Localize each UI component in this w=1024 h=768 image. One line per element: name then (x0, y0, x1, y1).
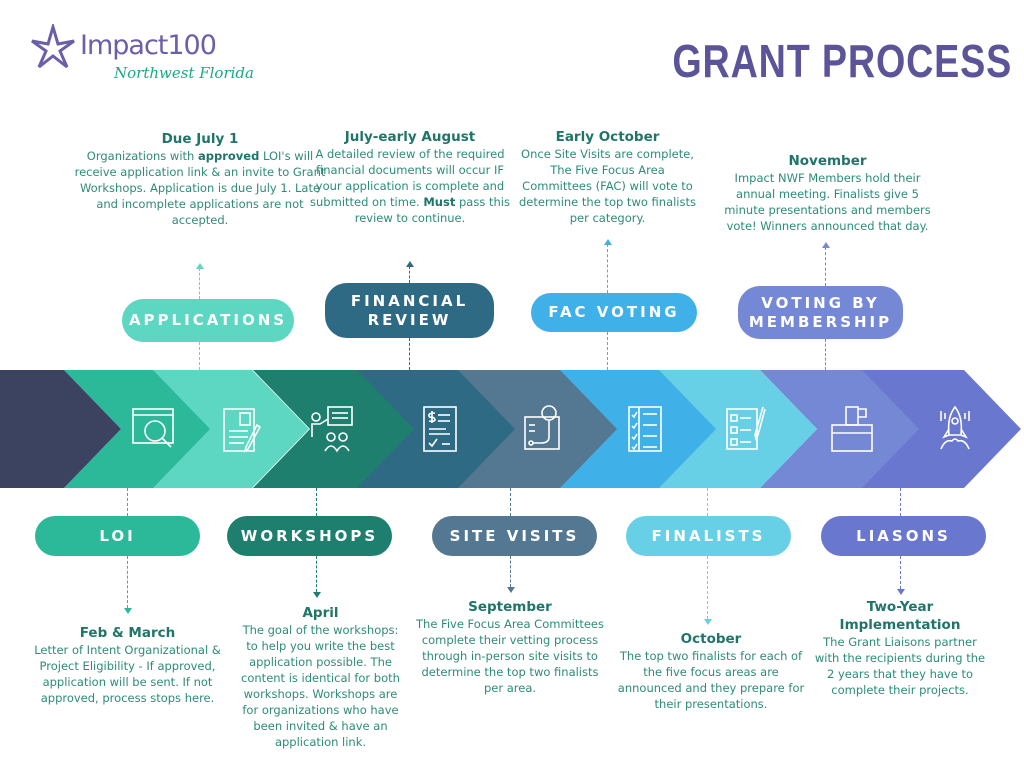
arrow-down-icon (313, 592, 321, 598)
stage-date: July-early August (344, 129, 476, 145)
stage-text: Organizations with approved LOI's will r… (70, 148, 330, 228)
connector-line (825, 339, 826, 370)
arrow-down-icon (507, 587, 515, 593)
application-document-icon (223, 408, 262, 453)
chevron-segment (0, 370, 121, 488)
connector-line (707, 488, 708, 516)
browser-search-icon (132, 408, 174, 448)
connector-line (510, 556, 511, 587)
stage-pill: WORKSHOPS (227, 516, 392, 556)
ballot-box-icon (831, 406, 873, 452)
stage-date: Due July 1 (161, 131, 239, 147)
connector-line (900, 556, 901, 589)
connector-line (127, 488, 128, 516)
stage-text-part: A detailed review of the required financ… (310, 147, 505, 209)
stage-pill: LIASONS (821, 516, 986, 556)
connector-line (127, 556, 128, 608)
connector-line (199, 342, 200, 370)
rocket-icon (940, 405, 970, 450)
stage-text: Once Site Visits are complete, The Five … (519, 147, 696, 225)
chevron-segment (64, 370, 210, 488)
stage-text: A detailed review of the required financ… (310, 146, 510, 226)
connector-line (900, 488, 901, 516)
chevron-segment (151, 370, 309, 488)
page-title: GRANT PROCESS (672, 35, 1013, 87)
chevron-segment (760, 370, 919, 488)
connector-line (707, 556, 708, 619)
stage-text-part: Organizations with (86, 149, 198, 163)
stage-date: Two-Year Implementation (839, 599, 961, 633)
chevron-segment (456, 370, 617, 488)
stage-pill: SITE VISITS (432, 516, 597, 556)
stage-pill: LOI (35, 516, 200, 556)
process-chevron-band (0, 370, 1021, 488)
arrow-up-icon (604, 239, 612, 245)
logo-name: Impact100 (80, 30, 217, 61)
arrow-up-icon (196, 263, 204, 269)
logo-region: Northwest Florida (114, 64, 254, 82)
clipboard-form-icon (726, 406, 766, 450)
stage-description: July-early August A detailed review of th… (310, 128, 510, 226)
chevron-segment (860, 370, 1021, 488)
stage-text: Letter of Intent Organizational & Projec… (34, 643, 221, 705)
presentation-workshop-icon (311, 406, 353, 453)
stage-date: April (302, 605, 339, 621)
stage-text: The goal of the workshops: to help you w… (241, 623, 400, 749)
stage-text-bold: approved (198, 149, 260, 163)
stage-text: The Grant Liaisons partner with the reci… (814, 635, 986, 697)
map-location-icon (524, 405, 560, 450)
chevron-segment (558, 370, 716, 488)
stage-pill: VOTING BY MEMBERSHIP (738, 286, 903, 339)
connector-line (316, 488, 317, 516)
stage-text: Impact NWF Members hold their annual mee… (724, 171, 931, 233)
stage-pill: FINALISTS (626, 516, 791, 556)
stage-text-part: LOI's will receive application link & an… (74, 149, 326, 227)
arrow-up-icon (406, 261, 414, 267)
connector-line (409, 266, 410, 283)
stage-text: The top two finalists for each of the fi… (617, 649, 805, 711)
connector-line (510, 488, 511, 516)
connector-line (199, 268, 200, 299)
connector-line (825, 247, 826, 286)
connector-line (409, 338, 410, 370)
star-flower-logo-icon (31, 24, 75, 69)
checklist-icon (628, 406, 662, 452)
stage-pill: APPLICATIONS (122, 299, 294, 342)
stage-date: September (468, 599, 552, 615)
financial-document-icon (423, 406, 457, 452)
stage-date: Early October (555, 129, 660, 145)
stage-text: The Five Focus Area Committees complete … (416, 617, 604, 695)
arrow-down-icon (897, 589, 905, 595)
stage-date: Feb & March (79, 625, 176, 641)
stage-date: October (680, 631, 742, 647)
connector-line (607, 332, 608, 370)
stage-pill: FINANCIAL REVIEW (325, 283, 494, 338)
arrow-up-icon (822, 242, 830, 248)
chevron-segment (253, 370, 414, 488)
stage-text-part: pass this review to continue. (354, 195, 510, 225)
stage-date: November (788, 153, 867, 169)
arrow-down-icon (124, 608, 132, 614)
logo (28, 24, 78, 74)
stage-pill: FAC VOTING (531, 293, 697, 332)
connector-line (316, 556, 317, 592)
connector-line (607, 244, 608, 293)
stage-text-bold: Must (423, 195, 456, 209)
arrow-down-icon (704, 619, 712, 625)
